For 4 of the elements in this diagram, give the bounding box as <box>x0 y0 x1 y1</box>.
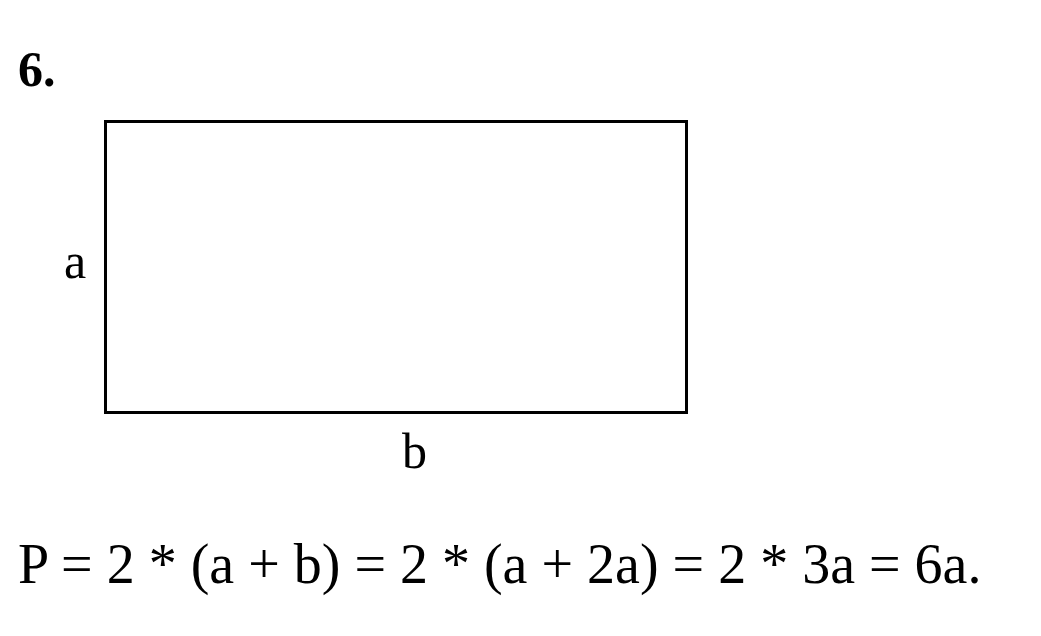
task-number: 6. <box>18 44 56 94</box>
side-label: b <box>402 426 427 476</box>
side-label: a <box>64 236 87 286</box>
rectangle <box>104 120 688 414</box>
